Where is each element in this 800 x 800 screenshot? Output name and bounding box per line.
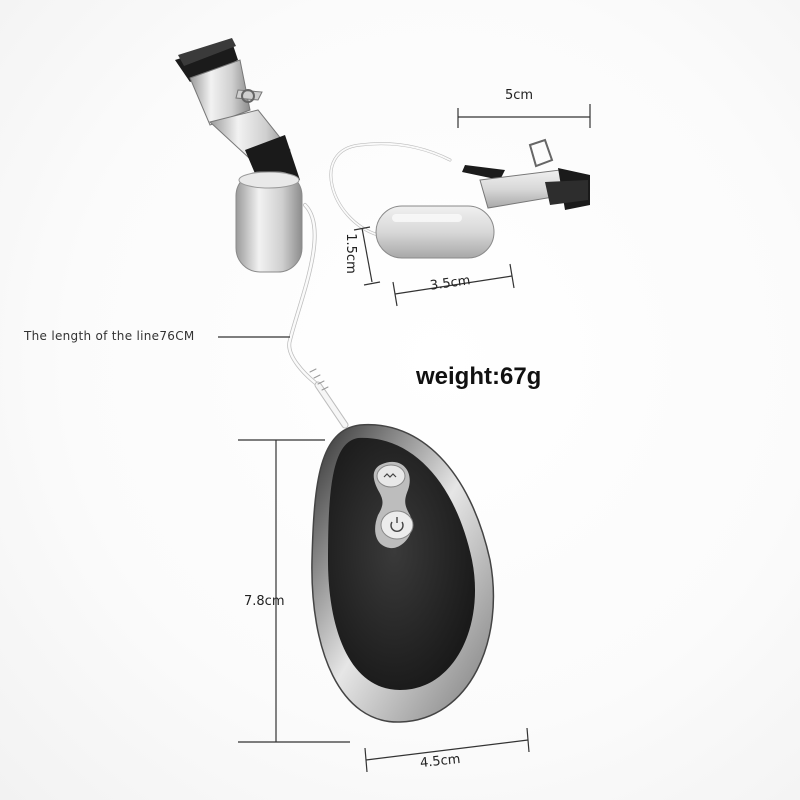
vibration-mode-icon <box>383 473 397 478</box>
line-length-label: The length of the line76CM <box>24 329 195 343</box>
remote-control <box>311 423 495 723</box>
weight-label: weight:67g <box>416 363 542 390</box>
right-bullet <box>375 205 495 259</box>
remote-height-dimension: 7.8cm <box>244 594 285 609</box>
power-button <box>380 510 414 540</box>
dimension-lines <box>218 104 591 773</box>
cable <box>287 142 452 429</box>
right-clamp <box>462 138 590 210</box>
power-icon <box>390 517 404 532</box>
left-bullet <box>235 171 303 273</box>
left-clamp <box>175 38 300 190</box>
clamp-width-dimension: 5cm <box>505 88 534 103</box>
bullet-diameter-dimension: 1.5cm <box>342 233 358 274</box>
